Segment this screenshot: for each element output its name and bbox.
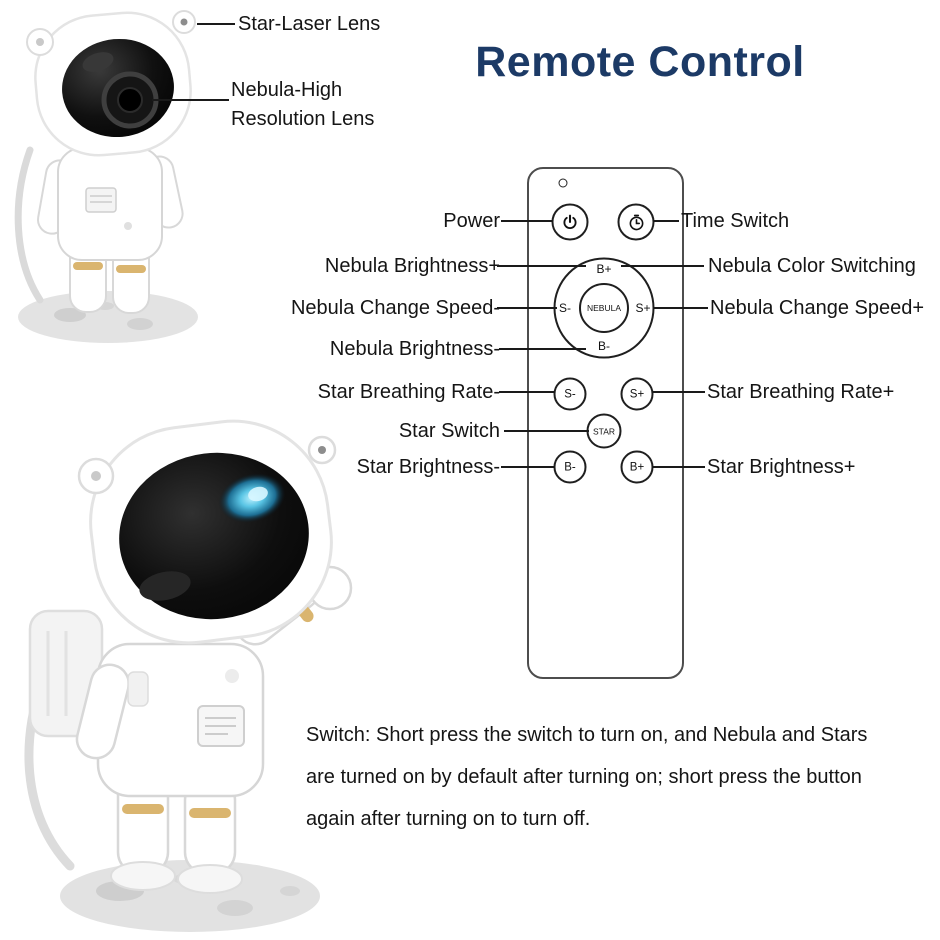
callout-nebula-lens-line1: Nebula-High (231, 79, 343, 101)
connector-line-time-switch (653, 220, 679, 222)
label-nebula-change-speed-plus: Nebula Change Speed+ (710, 297, 925, 319)
connector-line-nebula-brightness-minus (499, 348, 586, 350)
callout-nebula-lens-line2: Resolution Lens (231, 108, 375, 130)
star-switch-button: STAR (586, 413, 622, 449)
label-star-brightness-minus: Star Brightness- (356, 456, 500, 478)
switch-instructions: Switch: Short press the switch to turn o… (306, 714, 867, 840)
label-nebula-brightness-minus: Nebula Brightness- (329, 338, 500, 360)
connector-line-star-brightness-plus (652, 466, 705, 468)
label-star-breathing-rate-minus: Star Breathing Rate- (317, 381, 500, 403)
callout-line-nebula-lens (152, 99, 229, 101)
time-switch-icon (629, 214, 643, 230)
label-star-switch: Star Switch (398, 420, 500, 442)
switch-instructions-line3: again after turning on to turn off. (306, 808, 591, 830)
label-nebula-change-speed-minus: Nebula Change Speed- (290, 297, 500, 319)
callout-star-laser-lens: Star-Laser Lens (238, 13, 381, 35)
remote-control-body: B+ S- NEBULA S+ B- S- S+ STAR B- B+ (527, 167, 684, 679)
time-switch-button (617, 203, 655, 241)
star-brightness-plus-button: B+ (620, 450, 654, 484)
nebula-button: NEBULA (579, 283, 629, 333)
nebula-brightness-plus-button: B+ (596, 262, 612, 276)
indicator-led (558, 178, 568, 188)
connector-line-nebula-color-switching (621, 265, 704, 267)
connector-line-power (501, 220, 553, 222)
connector-line-star-brightness-minus (501, 466, 555, 468)
label-power: Power (443, 210, 500, 232)
star-rate-plus-button: S+ (620, 377, 654, 411)
connector-line-nebula-change-speed-minus (497, 307, 557, 309)
connector-line-nebula-brightness-plus (497, 265, 586, 267)
astronaut-projector-bottom-image (0, 376, 405, 940)
star-brightness-minus-button: B- (553, 450, 587, 484)
switch-instructions-line2: are turned on by default after turning o… (306, 766, 862, 788)
connector-line-star-breathing-rate-plus (652, 391, 705, 393)
label-nebula-color-switching: Nebula Color Switching (708, 255, 916, 277)
label-time-switch: Time Switch (681, 210, 790, 232)
label-star-breathing-rate-plus: Star Breathing Rate+ (707, 381, 895, 403)
power-button (551, 203, 589, 241)
callout-line-star-laser (197, 23, 235, 25)
astronaut-bottom-drawing (24, 419, 353, 932)
page-title: Remote Control (475, 38, 805, 86)
power-icon (563, 214, 577, 229)
nebula-speed-minus-button: S- (559, 301, 571, 315)
callout-nebula-lens: Nebula-High Resolution Lens (231, 76, 374, 134)
label-star-brightness-plus: Star Brightness+ (707, 456, 856, 478)
nebula-brightness-minus-button: B- (598, 339, 610, 353)
astronaut-top-drawing (14, 10, 198, 343)
label-nebula-brightness-plus: Nebula Brightness+ (324, 255, 500, 277)
nebula-speed-plus-button: S+ (635, 301, 651, 315)
connector-line-star-switch (504, 430, 589, 432)
connector-line-nebula-change-speed-plus (653, 307, 708, 309)
switch-instructions-line1: Switch: Short press the switch to turn o… (306, 724, 868, 746)
connector-line-star-breathing-rate-minus (499, 391, 555, 393)
astronaut-projector-top-image (0, 0, 228, 348)
star-rate-minus-button: S- (553, 377, 587, 411)
